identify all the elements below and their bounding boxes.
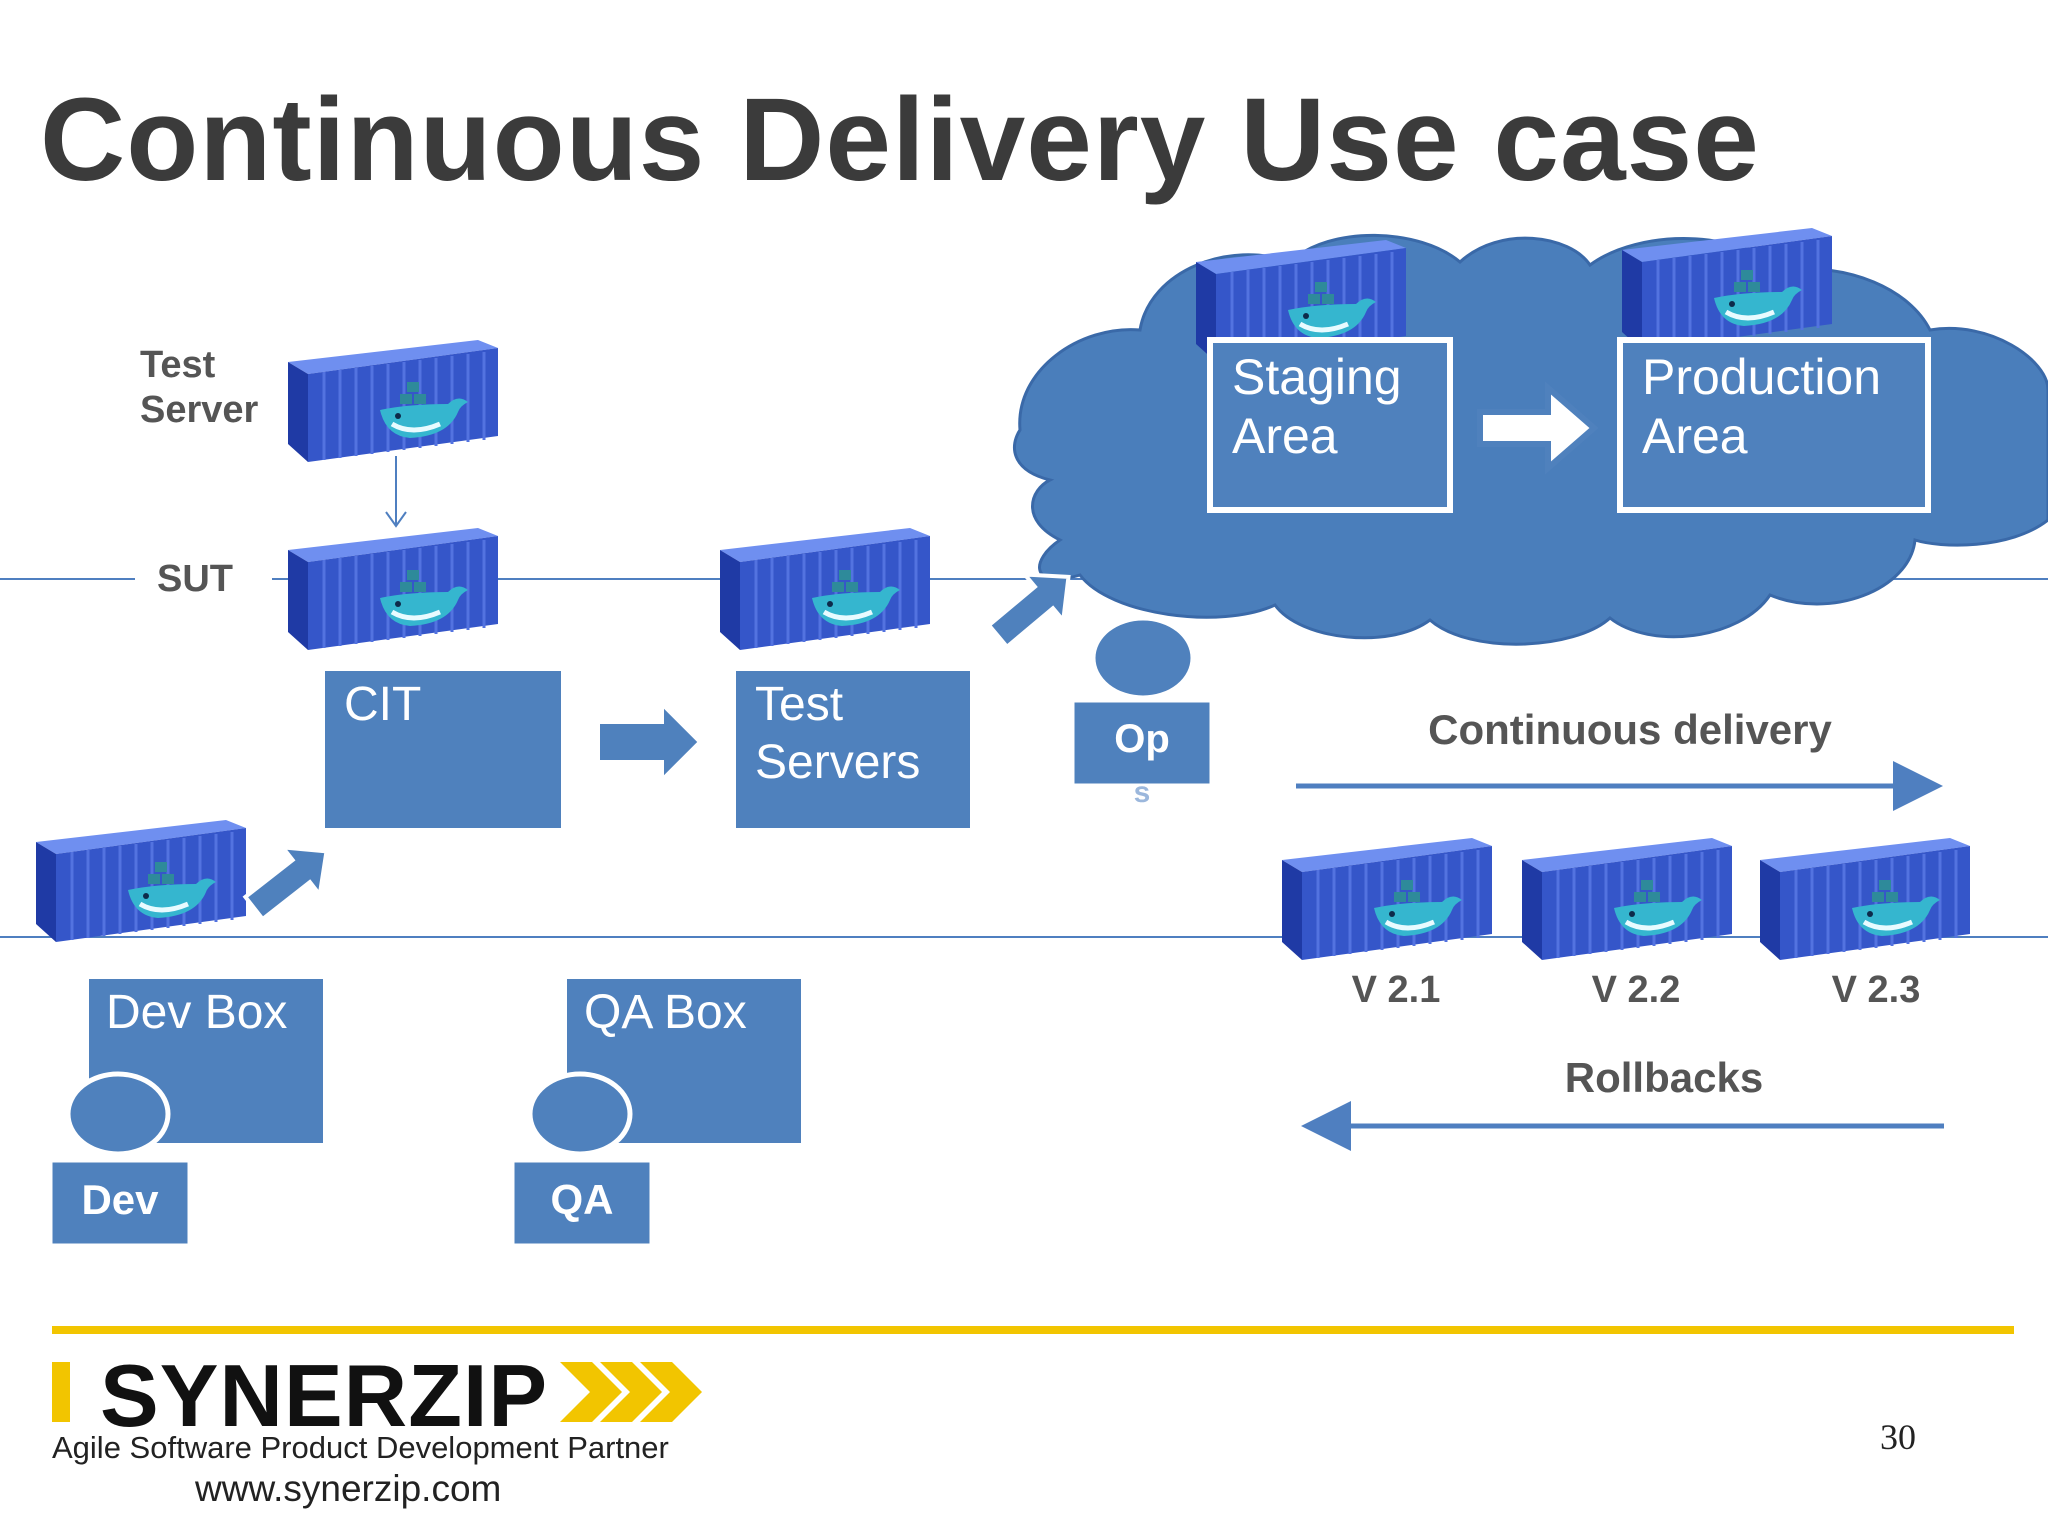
page-number: 30 — [1880, 1417, 1916, 1457]
qa-badge — [509, 1157, 655, 1249]
test-servers-box — [730, 665, 976, 834]
ops-head-icon — [1093, 618, 1193, 698]
dev-to-cit-arrow — [242, 845, 329, 922]
test-servers-label-2: Servers — [755, 736, 920, 789]
test-server-label-2: Server — [140, 389, 259, 431]
ops-badge — [1069, 697, 1215, 789]
test-server-container-icon — [288, 340, 498, 462]
qa-head-icon — [530, 1074, 630, 1154]
continuous-delivery-label: Continuous delivery — [1428, 706, 1832, 753]
dev-head-icon — [68, 1074, 168, 1154]
sut-container-icon — [288, 528, 498, 650]
logo-chevrons-icon — [560, 1362, 702, 1422]
production-box — [1617, 337, 1931, 513]
dev-person-label: Dev — [81, 1176, 159, 1223]
footer-rule — [52, 1326, 2014, 1334]
v21-container-icon — [1282, 838, 1492, 960]
website-url[interactable]: www.synerzip.com — [195, 1468, 502, 1509]
dev-container-icon — [36, 820, 246, 942]
staging-to-production-arrow — [1477, 381, 1599, 475]
v22-container-icon — [1522, 838, 1732, 960]
test-servers-container-icon — [720, 528, 930, 650]
logo-tagline: Agile Software Product Development Partn… — [52, 1430, 669, 1465]
version-label: V 2.1 — [1352, 969, 1441, 1011]
dev-box-label: Dev Box — [106, 986, 287, 1039]
version-label: V 2.3 — [1832, 969, 1921, 1011]
dev-box — [83, 973, 329, 1149]
cit-box — [319, 665, 567, 834]
version-label: V 2.2 — [1592, 969, 1681, 1011]
dev-badge — [47, 1157, 193, 1249]
sut-label: SUT — [157, 558, 233, 600]
test-to-cloud-arrow — [986, 572, 1071, 650]
synerzip-logo: SYNERZIP — [100, 1346, 549, 1445]
ops-label-2: s — [1134, 776, 1151, 809]
cit-label: CIT — [344, 678, 421, 731]
staging-box — [1207, 337, 1453, 513]
ops-label-1: Op — [1114, 717, 1170, 761]
test-server-label-1: Test — [140, 344, 216, 386]
rollbacks-label: Rollbacks — [1565, 1054, 1763, 1101]
cit-to-test-arrow — [596, 699, 703, 785]
staging-label-1: Staging — [1232, 349, 1402, 405]
qa-person-label: QA — [551, 1176, 614, 1223]
v23-container-icon — [1760, 838, 1970, 960]
test-servers-label-1: Test — [755, 678, 843, 731]
slide-title: Continuous Delivery Use case — [40, 74, 1760, 206]
production-label-2: Area — [1642, 408, 1748, 464]
logo-bar-icon — [52, 1362, 70, 1422]
staging-label-2: Area — [1232, 408, 1338, 464]
qa-box-label: QA Box — [584, 986, 747, 1039]
production-label-1: Production — [1642, 349, 1881, 405]
